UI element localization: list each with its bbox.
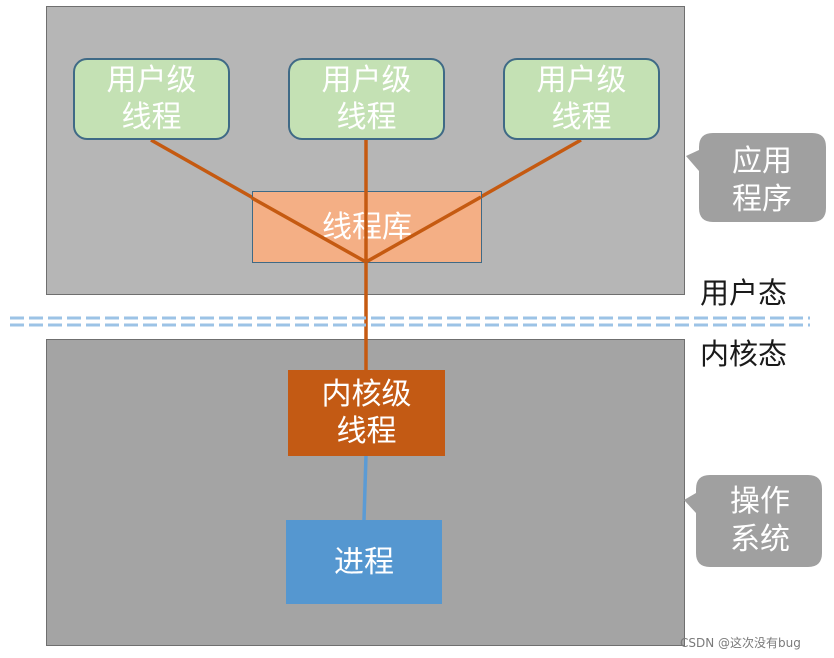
process-box: 进程 — [286, 520, 442, 604]
connector-kernel-process — [362, 454, 368, 521]
user-level-thread-1-label: 用户级 线程 — [106, 63, 197, 135]
user-level-thread-1: 用户级 线程 — [73, 58, 230, 140]
thread-library-box: 线程库 — [252, 191, 482, 263]
user-level-thread-3-label: 用户级 线程 — [536, 63, 627, 135]
user-level-thread-2: 用户级 线程 — [288, 58, 445, 140]
application-callout-label: 应用 程序 — [732, 144, 792, 217]
kernel-level-thread-box: 内核级 线程 — [288, 370, 445, 456]
application-callout-bubble — [686, 133, 826, 222]
user-level-thread-3: 用户级 线程 — [503, 58, 660, 140]
os-callout-label: 操作 系统 — [730, 484, 790, 557]
user-level-thread-2-label: 用户级 线程 — [321, 63, 412, 135]
kernel-mode-label: 内核态 — [700, 337, 788, 371]
watermark-text: CSDN @这次没有bug — [680, 636, 801, 650]
user-mode-label: 用户态 — [700, 276, 788, 310]
os-callout-bubble — [684, 475, 822, 567]
